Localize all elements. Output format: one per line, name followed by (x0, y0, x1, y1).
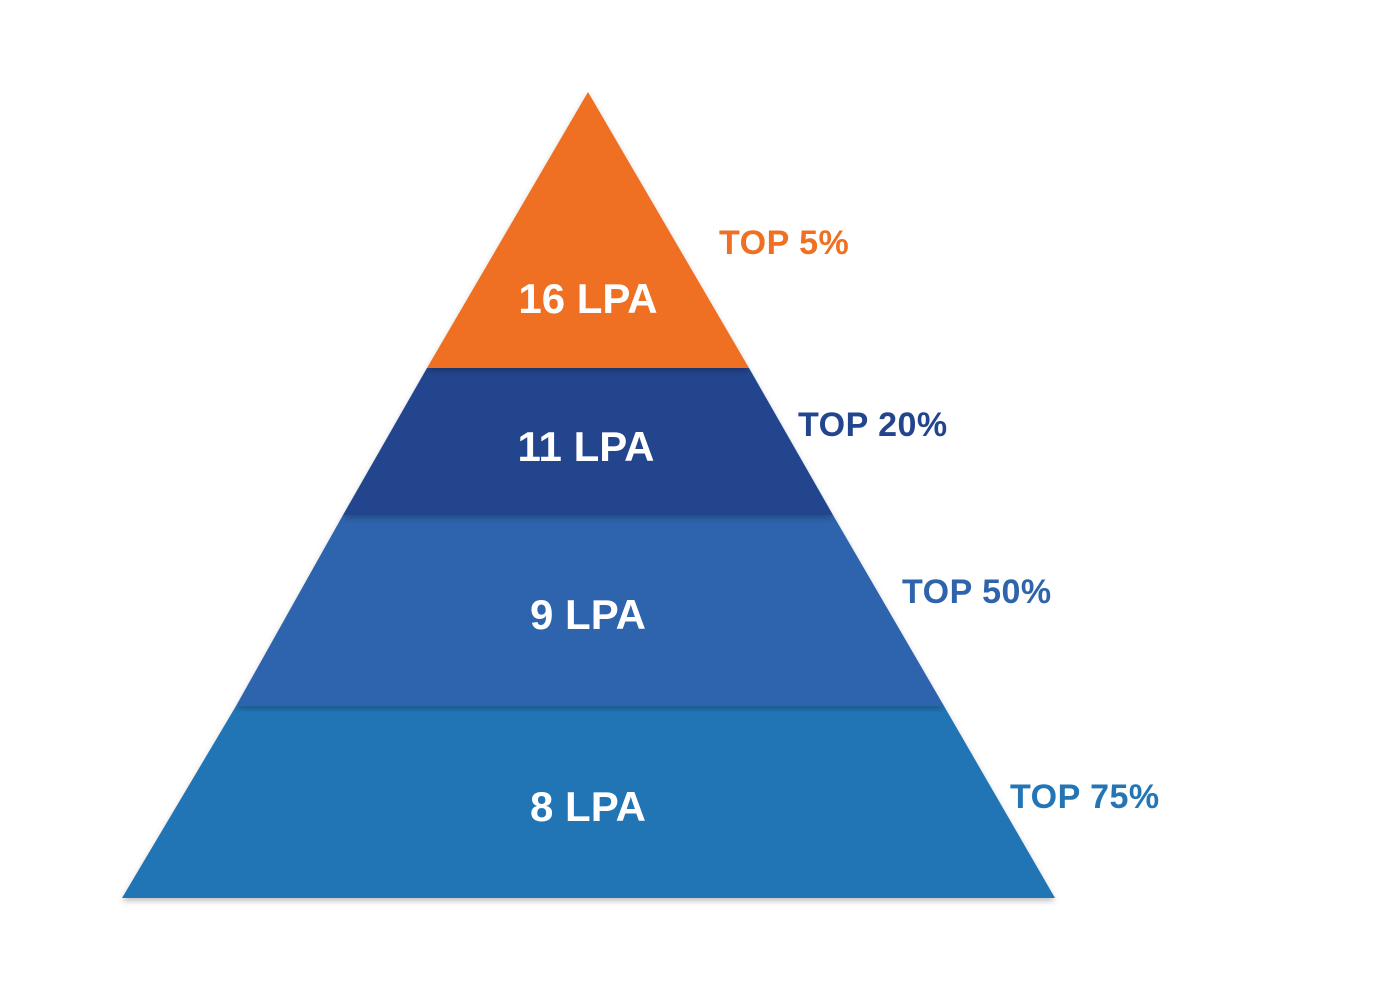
tier-3-shape (236, 515, 944, 706)
tier-2-rank: TOP 20% (798, 406, 948, 444)
tier-4-shape (122, 706, 1055, 898)
tier-1-value: 16 LPA (518, 275, 657, 322)
tier-1-shape (427, 92, 749, 368)
tier-4-value: 8 LPA (530, 783, 646, 830)
tier-2-value: 11 LPA (518, 423, 655, 470)
tier-4-rank: TOP 75% (1010, 778, 1160, 816)
tier-3-rank: TOP 50% (902, 573, 1052, 611)
tier-2-shape (343, 368, 833, 515)
tier-1-rank: TOP 5% (719, 224, 850, 262)
tier-3-value: 9 LPA (530, 591, 646, 638)
